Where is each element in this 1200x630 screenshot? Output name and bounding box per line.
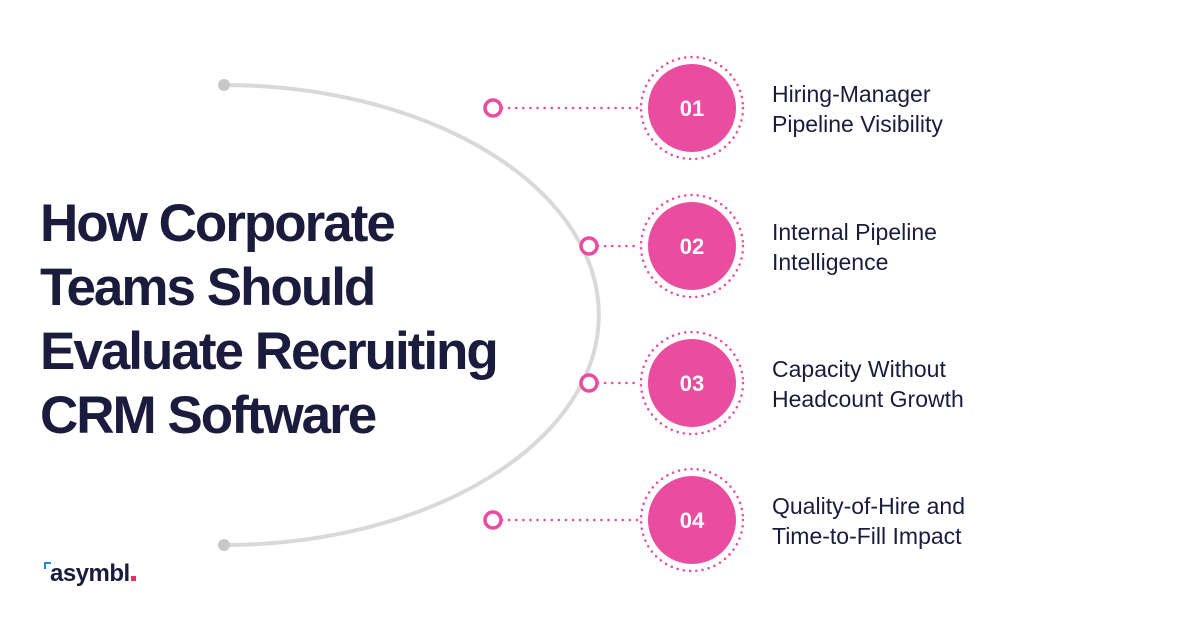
step-label-line: Capacity Without [772,356,946,382]
logo-corner-icon [44,562,51,569]
arc-anchor-dot-03 [579,373,599,393]
step-label-03: Capacity Without Headcount Growth [772,354,1072,414]
brand-name: asymbl [50,560,130,587]
step-circle-04 [648,476,736,564]
step-circle-01 [648,64,736,152]
title-line: Teams Should [40,258,376,317]
step-label-line: Quality-of-Hire and [772,493,966,519]
step-label-04: Quality-of-Hire and Time-to-Fill Impact [772,491,1072,551]
arc-anchor-dot-02 [579,236,599,256]
dotted-ring-03 [639,330,745,436]
step-label-02: Internal Pipeline Intelligence [772,217,1072,277]
dotted-ring-04 [639,467,745,573]
step-number-03: 03 [679,371,705,396]
step-number-01: 01 [679,96,705,121]
step-label-line: Intelligence [772,249,889,275]
page-title: How Corporate Teams Should Evaluate Recr… [40,192,560,448]
arc-end-dot [218,539,230,551]
title-line: How Corporate [40,194,396,253]
step-label-line: Internal Pipeline [772,219,937,245]
dotted-ring-01 [639,55,745,161]
brand-wordmark: asymbl [50,558,136,590]
dotted-ring-02 [639,193,745,299]
arc-anchor-dot-04 [483,510,503,530]
arc-anchor-dot-01 [483,98,503,118]
step-circle-03 [648,339,736,427]
title-line: Evaluate Recruiting [40,322,499,381]
title-line: CRM Software [40,386,377,445]
step-label-01: Hiring-Manager Pipeline Visibility [772,79,1072,139]
arc-start-dot [218,79,230,91]
connectors-layer [483,55,745,573]
step-label-line: Pipeline Visibility [772,111,943,137]
step-label-line: Headcount Growth [772,386,964,412]
step-number-04: 04 [679,508,705,533]
step-circle-02 [648,202,736,290]
step-label-line: Time-to-Fill Impact [772,523,962,549]
step-label-line: Hiring-Manager [772,81,931,107]
brand-dot [130,576,136,581]
step-number-02: 02 [679,234,705,259]
semicircle-arc [222,83,601,547]
